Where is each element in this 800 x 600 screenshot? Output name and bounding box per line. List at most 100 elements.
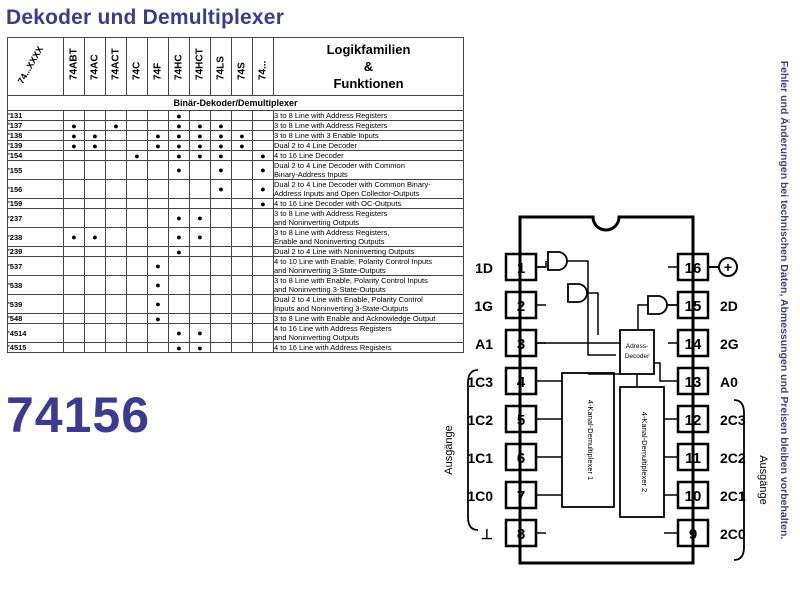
table-row: '538●3 to 8 Line with Enable, Polarity C… — [7, 275, 464, 295]
availability-cell: ● — [105, 120, 127, 131]
demux-2-label: 4-Kanal-Demultiplexer 2 — [640, 412, 649, 492]
availability-cell — [168, 294, 190, 314]
availability-cell — [210, 110, 232, 121]
availability-cell — [126, 275, 148, 295]
availability-cell — [231, 256, 253, 276]
availability-dot-icon: ● — [92, 130, 98, 141]
availability-cell — [189, 294, 211, 314]
availability-dot-icon: ● — [176, 328, 182, 338]
signal-trace — [567, 260, 616, 356]
description-line: 4 to 16 Line with Address Registers — [274, 324, 392, 334]
availability-cell — [126, 130, 148, 141]
pin-number: 9 — [689, 526, 697, 543]
availability-cell — [63, 342, 85, 353]
availability-cell — [231, 294, 253, 314]
availability-cell — [231, 323, 253, 343]
demux-1-block — [561, 372, 615, 508]
pin-label: 2C3 — [720, 412, 746, 428]
availability-cell: ● — [147, 313, 169, 324]
pin-number: 7 — [517, 488, 525, 505]
availability-cell — [63, 150, 85, 161]
availability-cell — [147, 323, 169, 343]
address-decoder-label: Decoder — [625, 353, 650, 360]
availability-dot-icon: ● — [260, 150, 266, 161]
availability-cell — [147, 342, 169, 353]
function-description-cell: 3 to 8 Line with Enable, Polarity Contro… — [273, 275, 464, 295]
availability-cell — [105, 110, 127, 121]
pin-number: 14 — [685, 336, 702, 353]
availability-cell: ● — [84, 227, 106, 247]
description-line: and Noninverting Outputs — [274, 218, 360, 227]
signal-trace — [654, 362, 668, 382]
availability-cell: ● — [210, 140, 232, 151]
table-row: '238●●●●3 to 8 Line with Address Registe… — [7, 227, 464, 247]
availability-dot-icon: ● — [155, 280, 161, 290]
availability-dot-icon: ● — [176, 165, 182, 175]
input-gate-icon — [567, 283, 588, 303]
table-row: '138●●●●●●●3 to 8 Line with 3 Enable Inp… — [7, 130, 464, 141]
signal-trace — [536, 261, 547, 268]
pin-number: 12 — [685, 412, 702, 429]
availability-cell: ● — [210, 120, 232, 131]
availability-cell — [105, 256, 127, 276]
availability-cell — [189, 246, 211, 257]
left-output-bracket — [467, 369, 479, 531]
availability-dot-icon: ● — [197, 213, 203, 223]
availability-dot-icon: ● — [197, 140, 203, 151]
availability-cell — [252, 208, 274, 228]
availability-dot-icon: ● — [176, 342, 182, 353]
availability-cell: ● — [63, 130, 85, 141]
availability-cell — [210, 198, 232, 209]
pin-label: + — [724, 259, 732, 275]
pin-number: 6 — [517, 450, 525, 467]
description-line: and Noninverting 3-State-Outputs — [274, 266, 386, 275]
part-suffix-cell: '238 — [7, 227, 64, 247]
function-description-cell: Dual 2 to 4 Line with Noninverting Outpu… — [273, 246, 464, 257]
pin-number: 1 — [517, 260, 525, 277]
availability-dot-icon: ● — [176, 150, 182, 161]
availability-cell — [126, 179, 148, 199]
availability-dot-icon: ● — [260, 184, 266, 194]
pin-label: 2C0 — [720, 526, 746, 542]
availability-dot-icon: ● — [134, 150, 140, 161]
function-description-cell: 4 to 16 Line with Address Registers — [273, 342, 464, 353]
description-line: 4 to 16 Line Decoder with OC-Outputs — [274, 199, 402, 208]
availability-cell — [105, 246, 127, 257]
part-number: 74156 — [6, 387, 151, 443]
availability-cell — [63, 110, 85, 121]
availability-dot-icon: ● — [71, 232, 77, 242]
description-line: 3 to 8 Line with Address Registers — [274, 121, 388, 130]
availability-cell — [252, 256, 274, 276]
pin-number: 2 — [517, 298, 525, 315]
input-gate-icon — [647, 295, 668, 315]
demux-2-block — [619, 386, 665, 518]
right-outputs-label: Ausgänge — [757, 455, 769, 505]
pin-number: 16 — [685, 260, 702, 277]
disclaimer-note: Fehler und Änderungen bei technischen Da… — [778, 60, 790, 540]
availability-dot-icon: ● — [218, 120, 224, 131]
table-row: '131●3 to 8 Line with Address Registers — [7, 110, 464, 121]
availability-cell — [231, 275, 253, 295]
availability-cell — [147, 160, 169, 180]
part-suffix-cell: '139 — [7, 140, 64, 151]
availability-dot-icon: ● — [197, 232, 203, 242]
right-output-bracket — [733, 399, 745, 561]
availability-cell — [210, 256, 232, 276]
function-description-cell: Dual 2 to 4 Line Decoder with Common Bin… — [273, 179, 464, 199]
availability-cell — [168, 198, 190, 209]
availability-cell — [231, 120, 253, 131]
availability-cell: ● — [168, 208, 190, 228]
availability-cell — [147, 110, 169, 121]
availability-cell — [252, 313, 274, 324]
availability-cell: ● — [168, 160, 190, 180]
part-suffix-cell: '239 — [7, 246, 64, 257]
availability-cell: ● — [189, 130, 211, 141]
description-line: Binary-Address Inputs — [274, 170, 348, 179]
availability-cell — [231, 208, 253, 228]
family-header: 74ABT — [63, 37, 85, 96]
family-header: 74... — [252, 37, 274, 96]
availability-cell — [63, 323, 85, 343]
availability-cell — [168, 256, 190, 276]
availability-dot-icon: ● — [176, 110, 182, 121]
page-title: Dekoder und Demultiplexer — [6, 6, 285, 29]
